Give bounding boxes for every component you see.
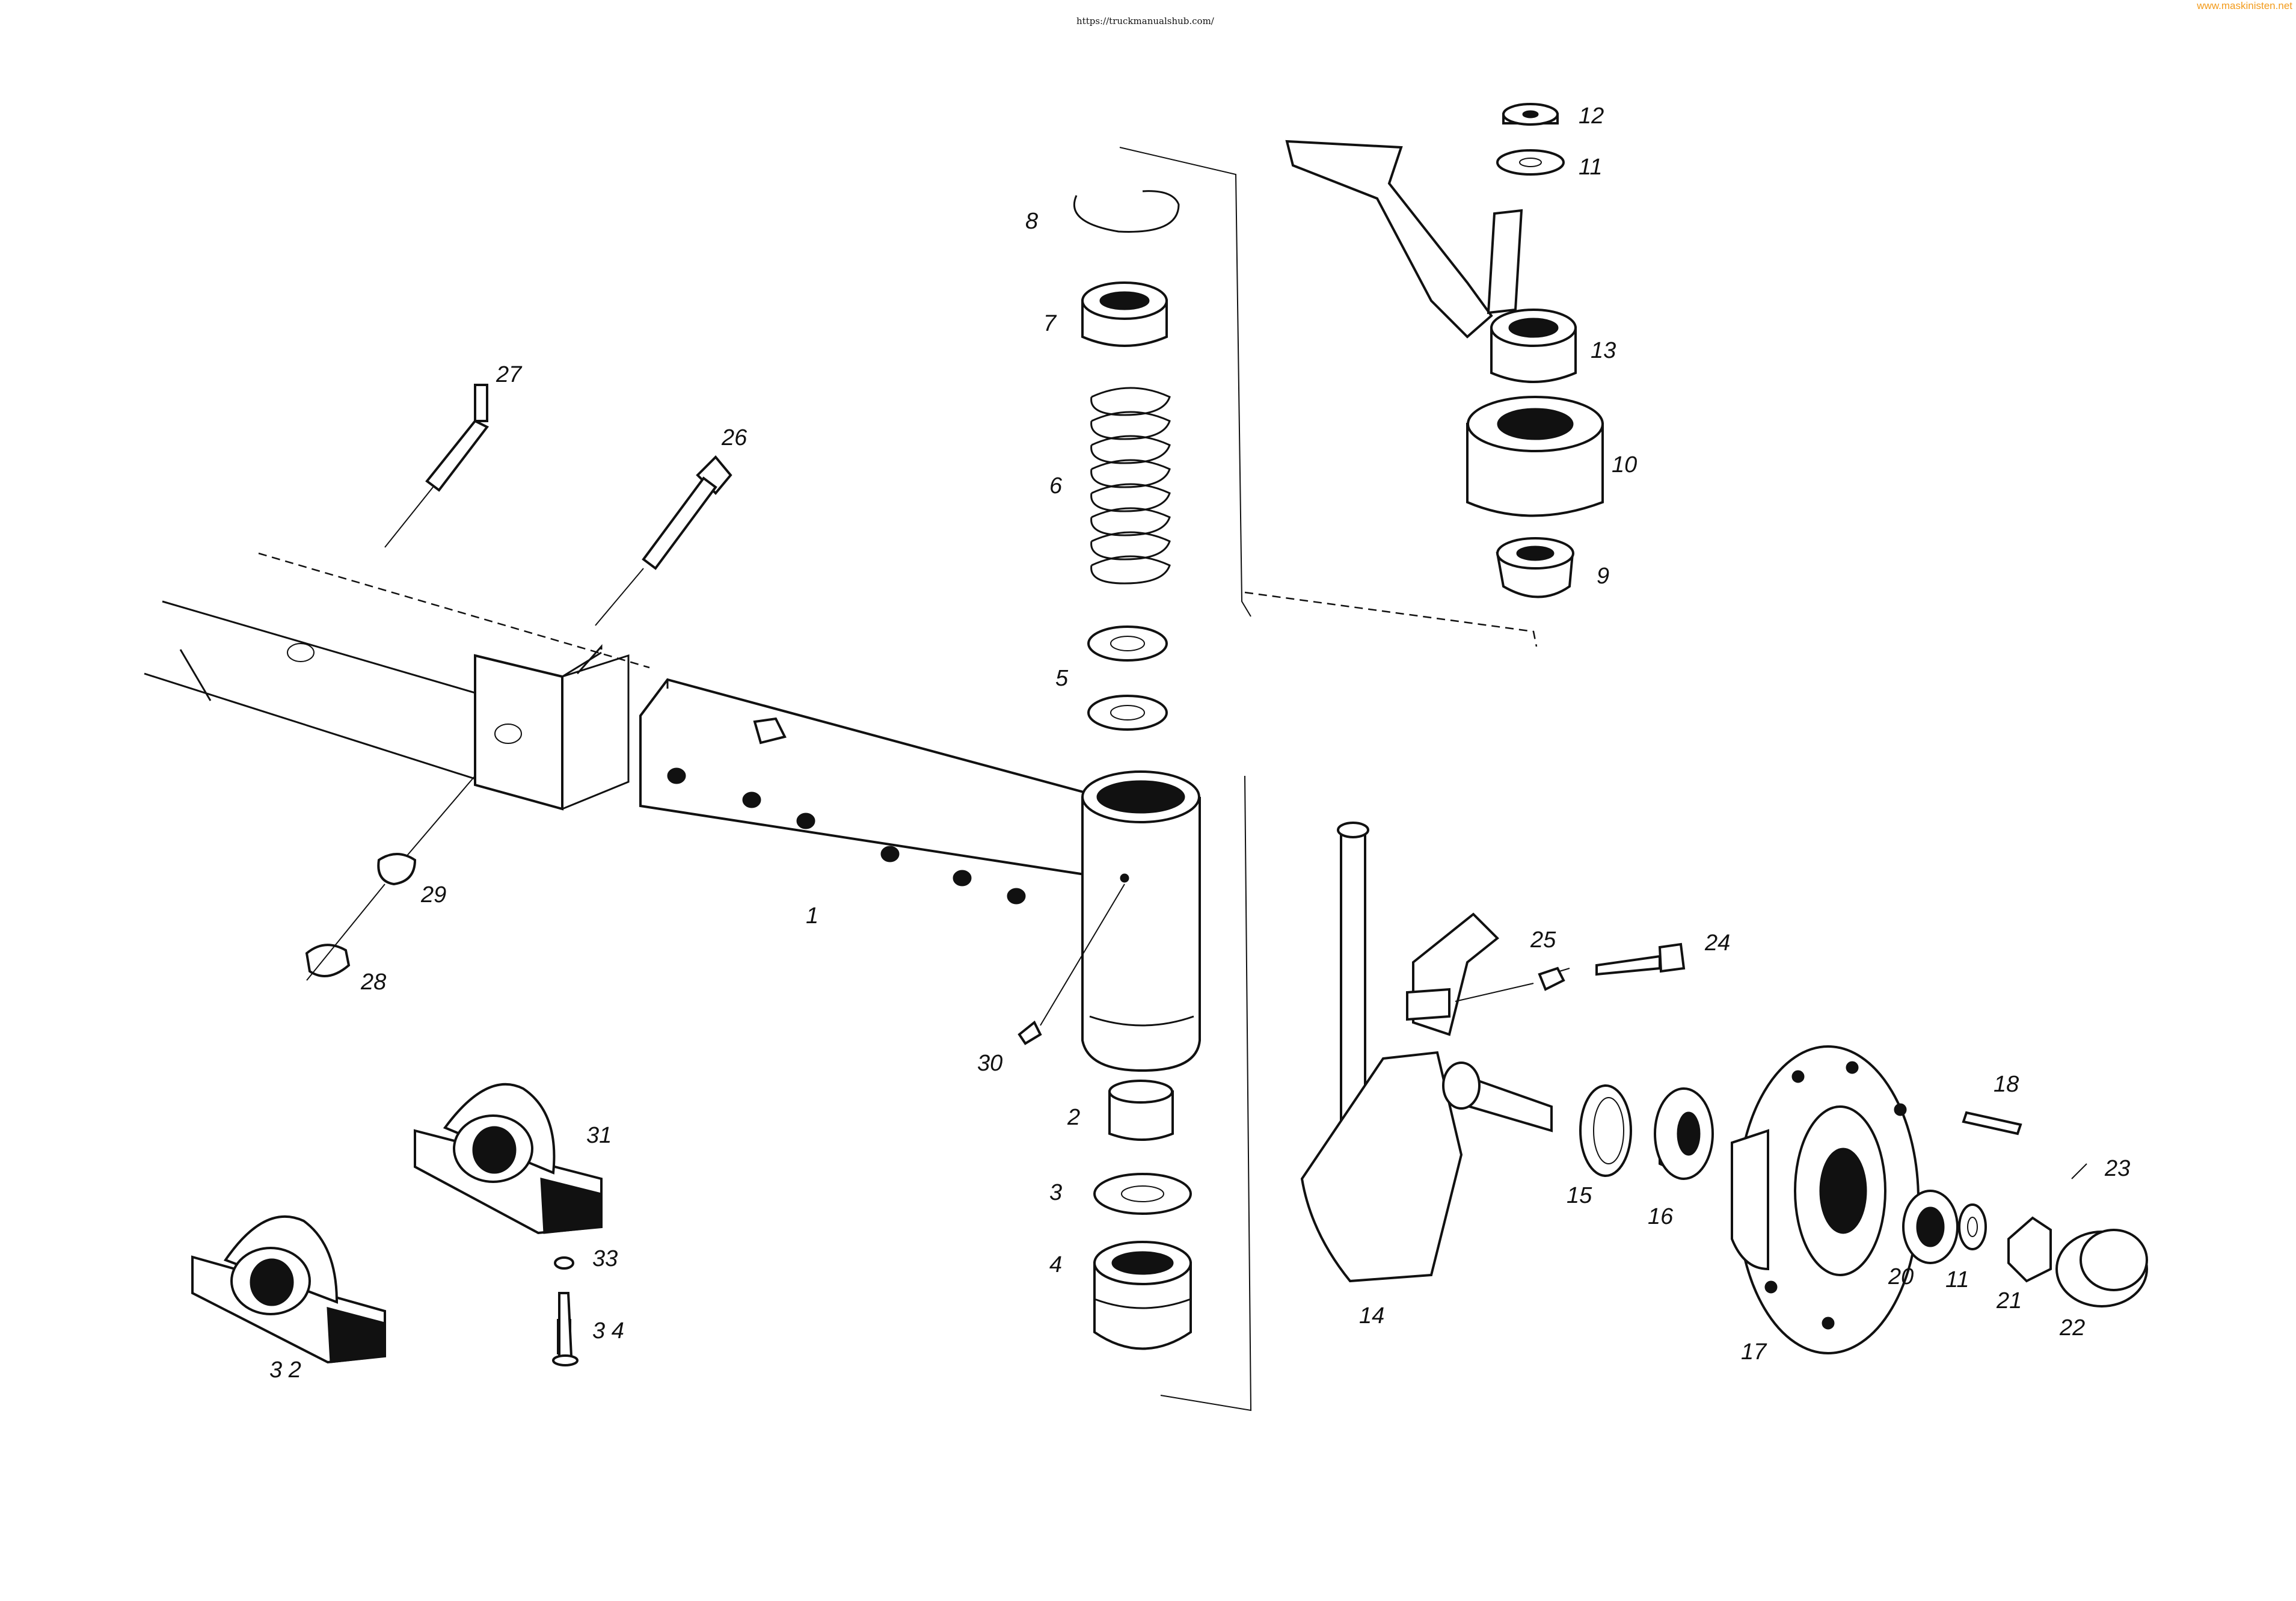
- axle-beam: [639, 678, 1114, 905]
- callout-25: 25: [1530, 927, 1556, 953]
- callout-14: 14: [1359, 1303, 1384, 1329]
- callout-21: 21: [1996, 1288, 2022, 1314]
- callout-23: 23: [2104, 1156, 2130, 1181]
- callout-11-hub: 11: [1945, 1267, 1969, 1292]
- callout-8: 8: [1025, 209, 1038, 234]
- callout-32: 3 2: [269, 1357, 301, 1383]
- source-url: https://truckmanualshub.com/: [1076, 16, 1214, 26]
- callout-20: 20: [1888, 1264, 1914, 1289]
- callout-6: 6: [1049, 473, 1063, 499]
- callout-5: 5: [1055, 666, 1069, 691]
- callout-1: 1: [806, 903, 818, 929]
- spring-stack: [1073, 147, 1252, 1412]
- callout-24: 24: [1704, 930, 1730, 956]
- callout-27: 27: [496, 362, 523, 387]
- steering-arm-assembly: [1244, 103, 1604, 647]
- callout-34: 3 4: [592, 1318, 624, 1344]
- callout-2: 2: [1067, 1105, 1080, 1130]
- bracket-set: [191, 1083, 603, 1366]
- callout-16: 16: [1648, 1204, 1674, 1229]
- king-pin-tube: [1081, 770, 1201, 1072]
- callout-15: 15: [1567, 1183, 1592, 1208]
- callout-4: 4: [1049, 1252, 1062, 1277]
- clamp-bolt: [1538, 942, 1686, 991]
- callout-10: 10: [1612, 452, 1637, 478]
- steering-knuckle: [1300, 822, 1570, 1283]
- callout-7: 7: [1043, 311, 1057, 336]
- callout-29: 29: [420, 882, 446, 908]
- callout-11-top: 11: [1579, 155, 1602, 180]
- callout-3: 3: [1049, 1180, 1062, 1205]
- callout-18: 18: [1994, 1072, 2019, 1097]
- chassis-frame: [144, 552, 650, 811]
- callout-12: 12: [1579, 103, 1604, 129]
- callout-33: 33: [592, 1246, 618, 1271]
- bolts-and-nuts: [305, 384, 1125, 1045]
- callout-26: 26: [721, 425, 747, 450]
- callout-labels: 1 2 3 4 5 6 7 8 9 10 11 11 12 13 14 15 1…: [269, 103, 2130, 1383]
- callout-13: 13: [1591, 338, 1616, 363]
- callout-17: 17: [1741, 1339, 1767, 1365]
- callout-9: 9: [1597, 564, 1609, 589]
- callout-31: 31: [586, 1123, 612, 1148]
- callout-28: 28: [360, 970, 386, 995]
- callout-30: 30: [977, 1051, 1002, 1076]
- hub-assembly: [1579, 1045, 2148, 1354]
- watermark-text: www.maskinisten.net: [2197, 0, 2292, 11]
- callout-22: 22: [2059, 1315, 2085, 1341]
